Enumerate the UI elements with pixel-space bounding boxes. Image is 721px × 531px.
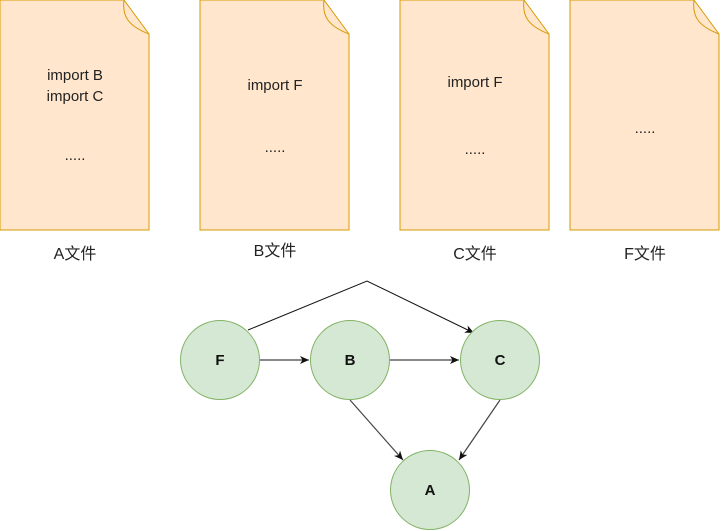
file-c-caption: C文件 [453,245,497,263]
file-f: ..... [569,0,720,231]
edges [247,280,501,461]
file-a-fold [123,0,150,35]
file-c-line-1: import F [447,74,502,91]
node-f-label: F [215,352,224,369]
file-b-fold [323,0,350,35]
file-b-line-1: import F [247,77,302,94]
file-a-caption: A文件 [54,245,97,263]
file-a-shape [0,0,150,231]
file-c-line-2: ..... [465,141,486,158]
file-f-line-1: ..... [635,120,656,137]
file-a-line-3: ..... [65,147,86,164]
file-b-caption: B文件 [254,242,297,260]
file-a-line-1: import B [47,67,103,84]
file-c: import F ..... [399,0,550,231]
file-f-caption: F文件 [624,245,666,263]
file-c-shape [399,0,550,231]
node-b-label: B [345,352,356,369]
node-c: C [460,320,540,400]
node-a-circle [390,450,470,530]
node-a: A [390,450,470,530]
node-c-circle [460,320,540,400]
file-b-shape [199,0,350,231]
edge-b-to-a [349,399,404,461]
file-b-line-2: ..... [265,139,286,156]
node-b: B [310,320,390,400]
node-c-label: C [495,352,506,369]
node-f: F [180,320,260,400]
file-a: import B import C ..... [0,0,150,231]
file-c-fold [523,0,550,35]
file-a-line-2: import C [47,88,104,105]
file-f-fold [693,0,720,35]
node-f-circle [180,320,260,400]
edge-c-to-a [458,399,501,461]
node-b-circle [310,320,390,400]
file-b: import F ..... [199,0,350,231]
node-a-label: A [425,482,436,499]
file-f-shape [569,0,720,231]
edge-f-to-c [247,280,475,334]
